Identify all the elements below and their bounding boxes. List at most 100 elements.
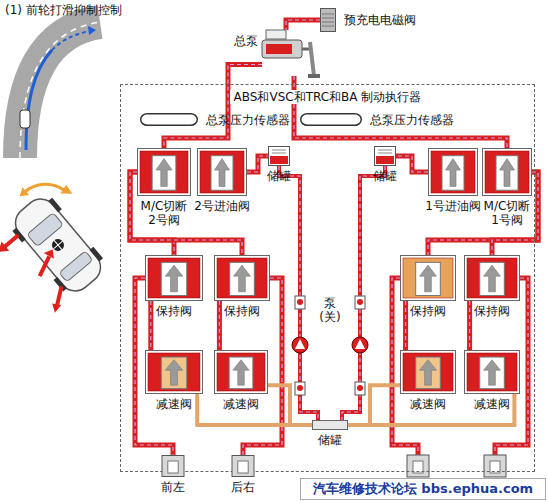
valve-spool xyxy=(152,156,176,191)
valve-chamber xyxy=(431,151,475,193)
reservoir: 储罐 xyxy=(374,146,396,166)
check-valve xyxy=(295,296,305,309)
pump-label: 泵 (关) xyxy=(315,296,345,324)
cylinder-body xyxy=(162,456,184,477)
flow-arrow xyxy=(446,159,461,187)
car-body xyxy=(9,193,107,298)
valve-chamber xyxy=(200,151,244,193)
yaw-arrow xyxy=(58,185,73,200)
diagram-title: (1) 前轮打滑抑制控制 xyxy=(5,3,122,17)
flow-arrow xyxy=(233,360,249,386)
valve-housing xyxy=(401,256,456,301)
brake-pipe xyxy=(396,156,428,172)
valve-box: M/C切断 1号阀 xyxy=(482,148,532,196)
valve-spool xyxy=(416,357,441,389)
pipe-centerline xyxy=(294,76,507,148)
check-valve xyxy=(295,382,305,395)
pipe-line xyxy=(197,394,312,425)
pump-pipe xyxy=(279,166,318,420)
flow-arrow xyxy=(156,159,172,187)
flow-arrow xyxy=(215,159,230,187)
reservoir: 储罐 xyxy=(312,420,348,430)
master-cylinder: 总泵 xyxy=(262,30,302,76)
reservoir-label: 储罐 xyxy=(264,169,294,183)
tank-lines xyxy=(378,150,392,153)
cylinder-piston xyxy=(168,461,178,473)
valve-housing xyxy=(215,256,270,301)
valve-housing xyxy=(146,351,203,394)
pipe-line xyxy=(286,20,320,30)
valve-box-symbol xyxy=(214,350,268,394)
valve-housing xyxy=(429,149,478,196)
wheel-cylinder xyxy=(484,455,506,477)
valve-box-label: 保持阀 xyxy=(398,304,458,318)
valve-housing xyxy=(198,149,247,196)
pipe-centerline xyxy=(219,301,220,350)
valve-spool xyxy=(211,156,233,191)
check-valve xyxy=(355,296,365,309)
force-arrow xyxy=(34,256,55,276)
force-arrow xyxy=(44,247,58,261)
valve-housing xyxy=(465,256,520,301)
valve-box-symbol xyxy=(137,148,191,196)
valve-spool xyxy=(229,357,253,389)
mc-reservoir xyxy=(266,30,286,39)
wheel-cylinder-label: 后右 xyxy=(228,480,258,494)
valve-box-symbol xyxy=(482,148,532,196)
valve-box: 减速阀 xyxy=(400,350,456,394)
valve-box: M/C切断 2号阀 xyxy=(137,148,191,196)
valve-box-symbol xyxy=(145,350,203,394)
pipe-line xyxy=(268,385,312,425)
yaw-arrow xyxy=(24,172,64,211)
valve-chamber xyxy=(140,151,188,193)
return-pipe xyxy=(348,385,400,425)
valve-box-label: 减速阀 xyxy=(398,397,458,411)
sensor-body xyxy=(301,114,362,126)
pipe-line xyxy=(148,301,153,350)
tank-body xyxy=(313,421,348,430)
valve-chamber xyxy=(485,151,529,193)
road xyxy=(20,22,100,158)
brake-pipe xyxy=(294,76,507,148)
valve-box: 1号进油阀 xyxy=(428,148,478,196)
flow-arrow xyxy=(500,159,515,187)
arrow-head xyxy=(88,26,96,35)
wheel-cylinder-symbol xyxy=(160,455,186,477)
reservoir-symbol xyxy=(312,420,348,430)
valve-housing xyxy=(483,149,532,196)
check-valve xyxy=(355,382,365,395)
pressure-sensor: 总泵压力传感器 xyxy=(140,113,198,126)
valve-box-symbol xyxy=(428,148,478,196)
tank-fluid xyxy=(270,156,288,164)
valve-box-label: M/C切断 2号阀 xyxy=(136,199,192,227)
pipe-line xyxy=(396,156,428,172)
valve-box: 减速阀 xyxy=(145,350,203,394)
car-illustration xyxy=(0,165,125,316)
return-pipe xyxy=(197,394,312,425)
check-valve-ball xyxy=(357,299,363,305)
pipe-centerline xyxy=(150,301,151,350)
brake-pipe xyxy=(469,301,470,350)
car-icon xyxy=(20,110,30,128)
valve-box-symbol xyxy=(145,255,203,301)
flow-arrow xyxy=(484,360,501,386)
pipe-centerline xyxy=(286,20,320,30)
force-arrow xyxy=(49,300,62,313)
valve-box: 减速阀 xyxy=(214,350,268,394)
pipe-line xyxy=(217,301,222,350)
master-cylinder-label: 总泵 xyxy=(234,34,258,48)
valve-spool xyxy=(416,262,441,295)
watermark: 汽车维修技术论坛 bbs.ephua.com xyxy=(300,478,546,500)
wheel-cylinder xyxy=(407,455,429,477)
sensor-body xyxy=(141,114,198,126)
force-arrow xyxy=(5,235,19,247)
valve-box: 保持阀 xyxy=(464,255,520,301)
mc-chamber xyxy=(266,44,292,54)
reservoir-symbol xyxy=(268,146,290,166)
solenoid-coil xyxy=(322,14,334,26)
car-wheel xyxy=(48,198,61,213)
valve-box: 保持阀 xyxy=(214,255,270,301)
vehicle-path xyxy=(26,50,52,150)
pump-symbol xyxy=(295,339,305,349)
